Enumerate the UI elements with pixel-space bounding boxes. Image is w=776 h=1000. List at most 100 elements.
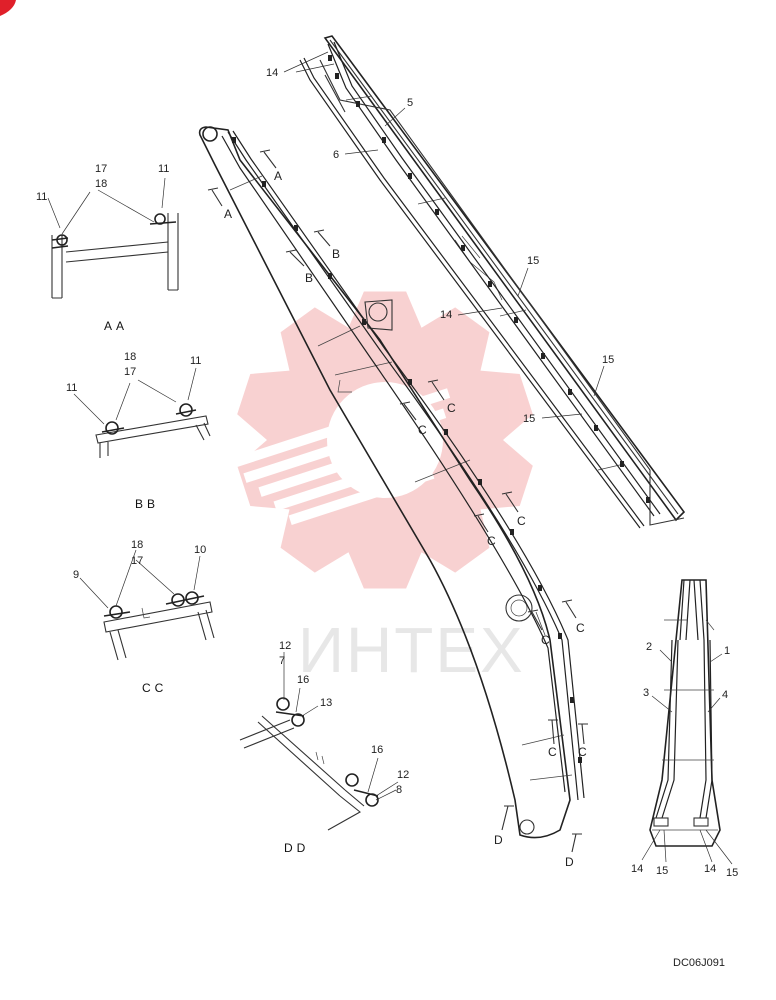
detail-bb xyxy=(95,403,211,458)
watermark-stripe xyxy=(273,448,439,511)
part-label: 11 xyxy=(190,355,202,367)
part-label: 17 xyxy=(131,555,144,567)
hose-clamp xyxy=(568,389,572,395)
hose-clamp xyxy=(435,209,439,215)
detail-dd xyxy=(239,697,379,831)
hose-clamp xyxy=(232,137,236,143)
part-label: 13 xyxy=(320,697,333,709)
part-label: 14 xyxy=(440,309,453,321)
hose-clamp xyxy=(328,55,332,61)
view-marker-a: A xyxy=(224,207,233,221)
part-label: 8 xyxy=(396,784,403,796)
part-label: 9 xyxy=(73,569,80,581)
hose-clamp xyxy=(356,101,360,107)
view-marker-c: C xyxy=(541,633,550,647)
view-marker-c: C xyxy=(447,401,456,415)
hose-clamp xyxy=(408,173,412,179)
view-marker-b: B xyxy=(332,247,341,261)
hose-clamp xyxy=(594,425,598,431)
view-arrows xyxy=(207,149,588,853)
part-label: 15 xyxy=(602,354,615,366)
hose-clamp xyxy=(478,479,482,485)
hose-clamp xyxy=(578,757,582,763)
part-label: 17 xyxy=(95,163,108,175)
hose-clamp xyxy=(541,353,545,359)
part-label: 12 xyxy=(279,640,292,652)
part-label: 15 xyxy=(656,865,669,877)
view-marker-b: B xyxy=(305,271,314,285)
hose-clamp xyxy=(646,497,650,503)
section-label-cc: CC xyxy=(142,681,168,695)
view-marker-c: C xyxy=(576,621,585,635)
part-label: 2 xyxy=(646,641,653,653)
hose-clamp xyxy=(558,633,562,639)
part-label: 18 xyxy=(124,351,137,363)
boom-assembly xyxy=(198,126,585,839)
watermark-stripe xyxy=(258,428,443,497)
hose-clamp xyxy=(294,225,298,231)
part-label: 18 xyxy=(95,178,108,190)
hose-clamp xyxy=(262,181,266,187)
part-label: 17 xyxy=(124,366,137,378)
hose-clamp xyxy=(444,429,448,435)
watermark-stripe xyxy=(228,388,451,469)
view-marker-c: C xyxy=(487,534,496,548)
part-label: 6 xyxy=(333,149,340,161)
part-label: 15 xyxy=(527,255,540,267)
part-label: 14 xyxy=(266,67,279,79)
part-label: 5 xyxy=(407,97,414,109)
view-marker-a: A xyxy=(274,169,283,183)
part-label: 12 xyxy=(397,769,410,781)
detail-cc xyxy=(103,591,215,661)
part-label: 4 xyxy=(722,689,729,701)
view-marker-d: D xyxy=(565,855,574,869)
drawing-code: DC06J091 xyxy=(673,957,725,969)
hose-clamp xyxy=(620,461,624,467)
part-label: 15 xyxy=(726,867,739,879)
watermark-stripe xyxy=(288,469,435,525)
leader-lines xyxy=(47,51,733,865)
view-marker-c: C xyxy=(517,514,526,528)
part-label: 18 xyxy=(131,539,144,551)
detail-aa xyxy=(51,213,179,299)
hose-clamp xyxy=(461,245,465,251)
hose-clamp xyxy=(328,273,332,279)
section-label-bb: BB xyxy=(135,497,160,511)
part-label: 16 xyxy=(371,744,384,756)
watermark-text: ИНТЕХ xyxy=(298,614,525,686)
watermark-gear-hole xyxy=(327,382,443,498)
hose-clamp xyxy=(514,317,518,323)
part-label: 16 xyxy=(297,674,310,686)
part-label: 11 xyxy=(66,382,78,394)
hose-clamp xyxy=(510,529,514,535)
section-label-dd: DD xyxy=(284,841,310,855)
part-label: 3 xyxy=(643,687,650,699)
watermark-gear-body xyxy=(237,291,533,589)
hose-clamp xyxy=(335,73,339,79)
part-label: 10 xyxy=(194,544,207,556)
part-label: 11 xyxy=(158,163,170,175)
watermark-stripe xyxy=(243,408,447,483)
part-label: 1 xyxy=(724,645,731,657)
corner-mark-icon xyxy=(0,0,16,16)
part-label: 11 xyxy=(36,191,48,203)
hose-clamp xyxy=(538,585,542,591)
part-label: 15 xyxy=(523,413,536,425)
detail-hose-routing xyxy=(649,579,721,847)
view-marker-c: C xyxy=(578,745,587,759)
view-marker-c: C xyxy=(548,745,557,759)
view-marker-c: C xyxy=(418,423,427,437)
hose-clamp xyxy=(408,379,412,385)
hose-clamp xyxy=(488,281,492,287)
view-marker-d: D xyxy=(494,833,503,847)
part-label: 7 xyxy=(279,655,286,667)
part-label: 14 xyxy=(631,863,644,875)
hose-clamp xyxy=(382,137,386,143)
section-label-aa: AA xyxy=(104,319,129,333)
hose-clamp xyxy=(570,697,574,703)
hose-clamp xyxy=(362,319,366,325)
arm-assembly xyxy=(299,35,686,529)
